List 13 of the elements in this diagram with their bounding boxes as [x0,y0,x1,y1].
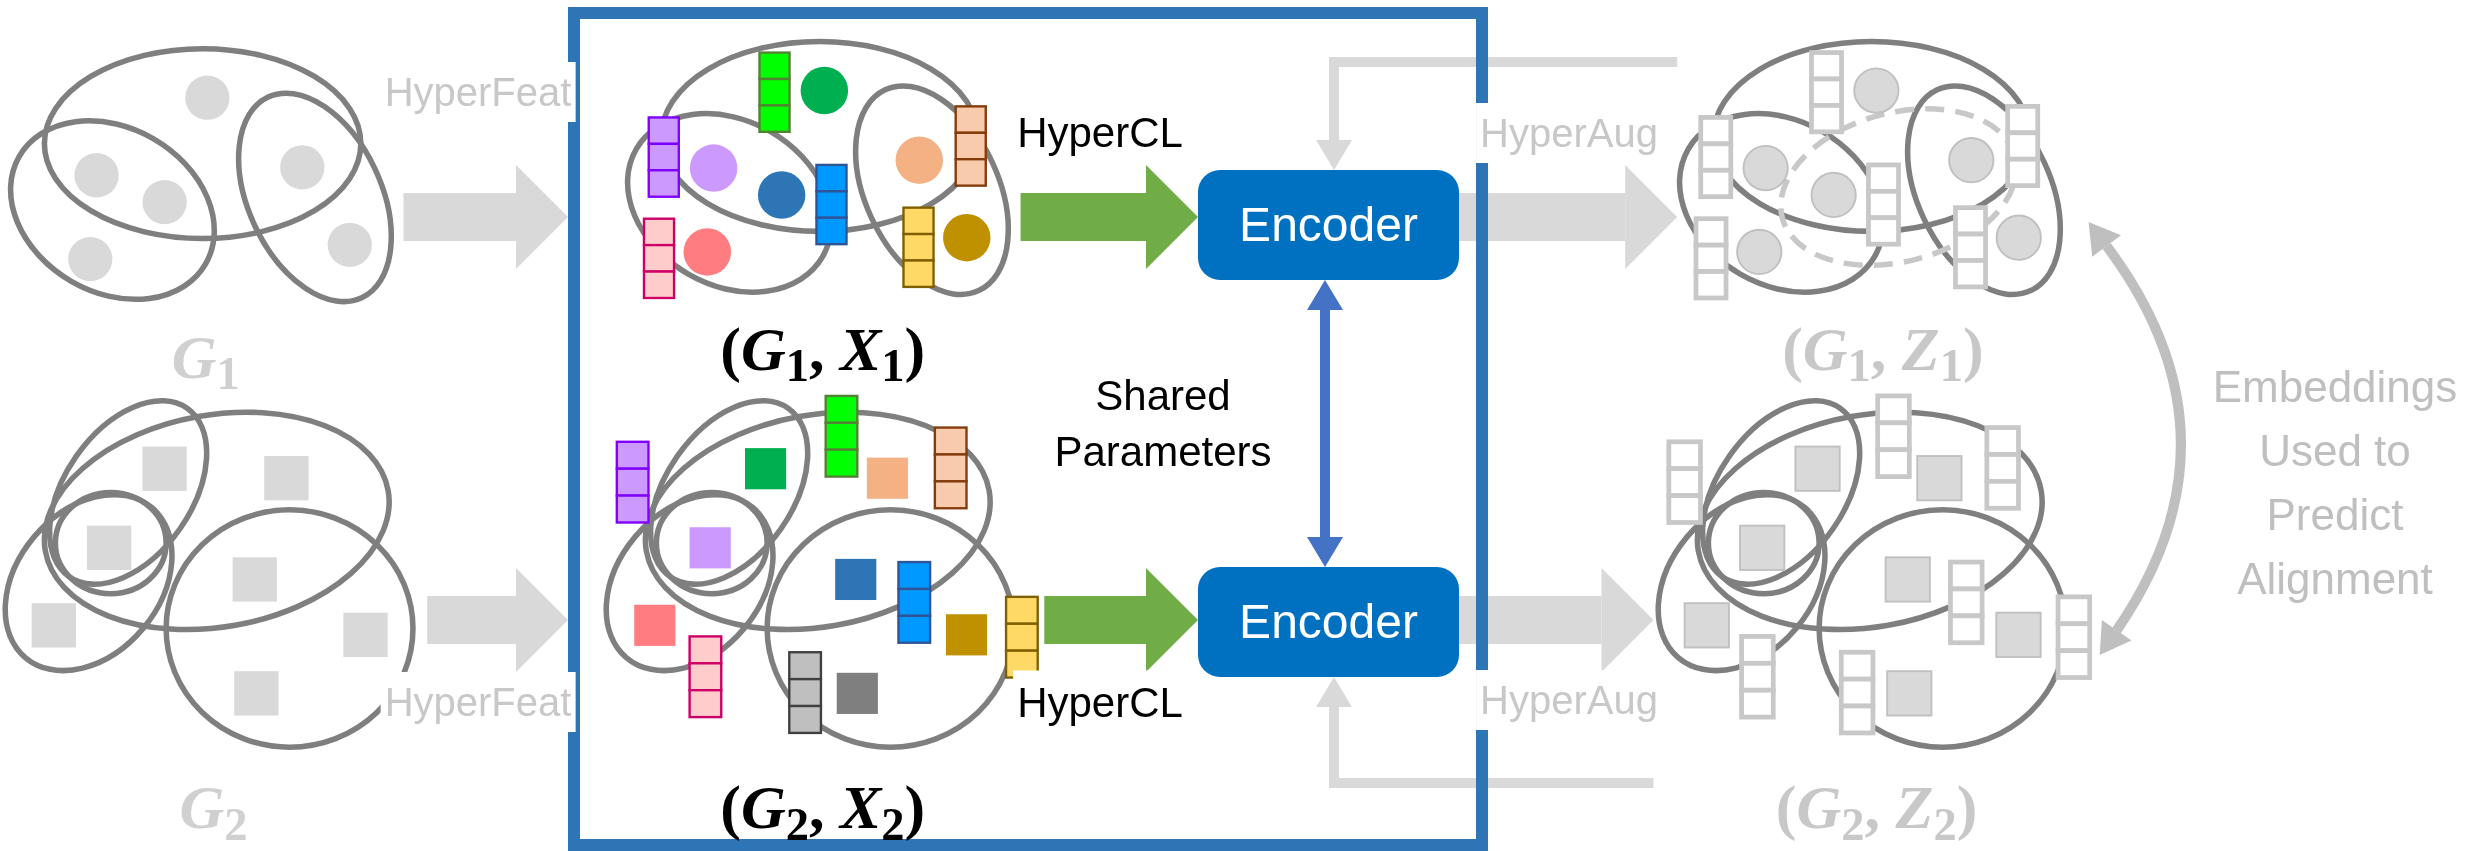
block-arrow [403,165,568,269]
block-arrow [1459,165,1678,269]
arrow [1316,677,1654,788]
block-arrow [1020,165,1198,269]
double-arrow [2089,221,2186,656]
arrow [1316,57,1678,170]
encoder-box: Encoder [1198,170,1459,280]
encoder-box: Encoder [1198,567,1459,677]
block-arrow [427,568,568,672]
block-arrow [1044,568,1198,672]
graph-label: (G$_{2}$, X$_{2}$) [720,776,926,839]
block-arrow [1459,568,1654,672]
double-arrow [1307,280,1343,567]
